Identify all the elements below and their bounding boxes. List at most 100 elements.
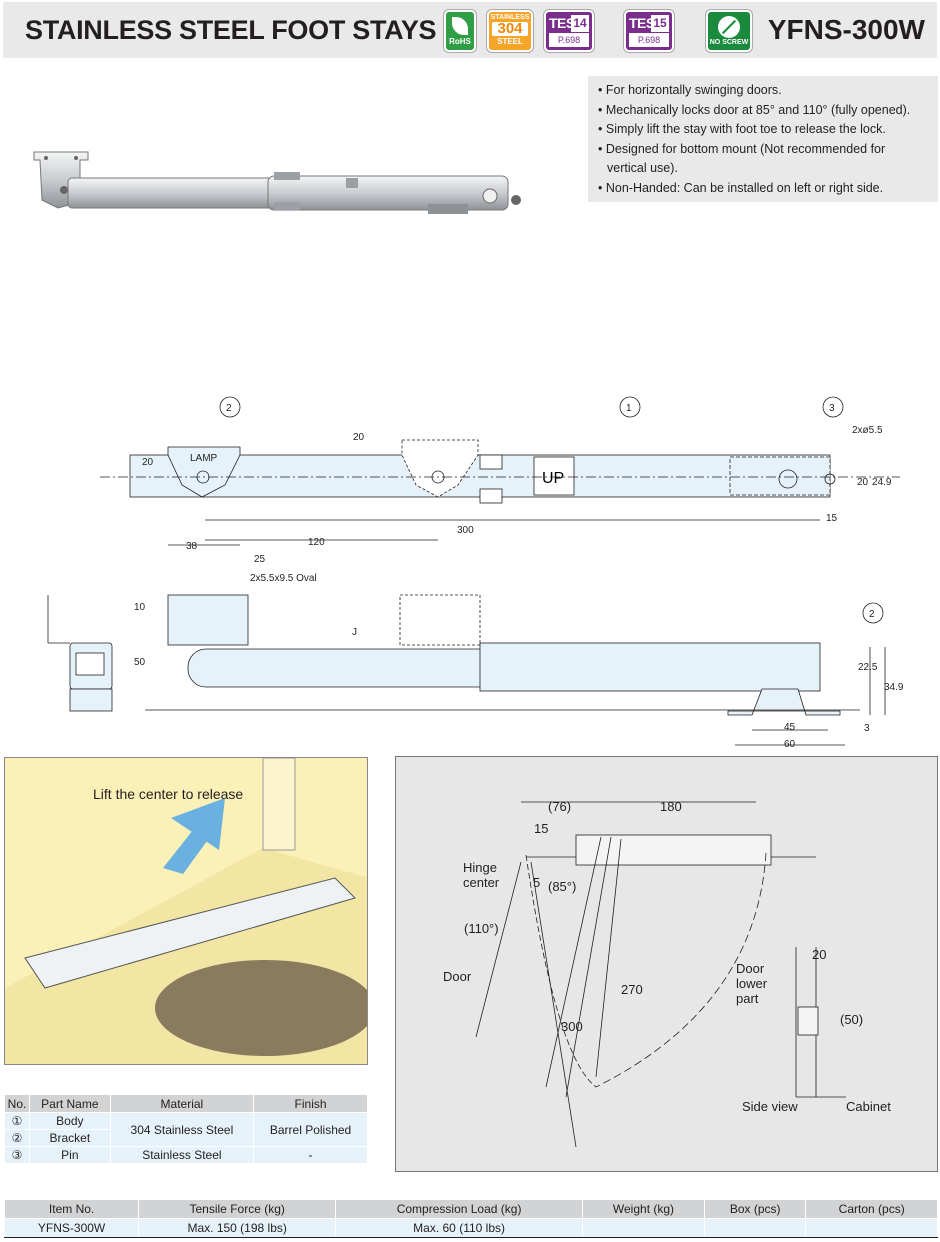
dim-10: 10	[134, 602, 146, 613]
test-page: P.698	[629, 33, 669, 47]
table-header-row: No. Part Name Material Finish	[4, 1094, 368, 1113]
box-qty	[703, 1218, 807, 1238]
no-screw-icon	[718, 16, 740, 38]
spec-table: Item No. Tensile Force (kg) Compression …	[3, 1199, 938, 1238]
dim-15: 15	[534, 821, 549, 836]
column-header: No.	[4, 1094, 30, 1113]
stainless-304-badge: STAINLESS 304 STEEL	[487, 10, 533, 52]
usage-illustration-art	[5, 758, 367, 1064]
column-header: Part Name	[29, 1094, 111, 1113]
dim-20: 20	[812, 947, 827, 962]
part-number: ③	[4, 1146, 30, 1164]
leaf-icon	[452, 17, 468, 35]
compression-load: Max. 60 (110 lbs)	[335, 1218, 583, 1238]
steel-bottom-label: STEEL	[497, 37, 523, 46]
dim-300: 300	[457, 525, 474, 536]
carton-qty	[805, 1218, 938, 1238]
installation-diagram-art	[475, 801, 846, 1148]
part-name: Body	[29, 1112, 111, 1130]
table-row: ③ Pin Stainless Steel -	[4, 1146, 368, 1164]
steel-top-label: STAINLESS	[490, 14, 530, 21]
model-number: YFNS-300W	[767, 14, 925, 45]
product-photo	[33, 151, 521, 214]
dim-oval: 2x5.5x9.5 Oval	[250, 573, 317, 584]
part-material: 304 Stainless Steel	[109, 1112, 255, 1147]
door-label: Door	[443, 969, 472, 984]
feature-item: For horizontally swinging doors.	[598, 81, 928, 101]
no-screw-badge: NO SCREW	[706, 10, 752, 52]
angle-110: (110°)	[464, 921, 499, 936]
side-view-label: Side view	[742, 1099, 798, 1114]
angle-85: (85°)	[548, 879, 577, 894]
column-header: Finish	[253, 1094, 368, 1113]
dim-270: 270	[621, 982, 643, 997]
rohs-badge: RoHS	[444, 10, 476, 52]
feature-item: Designed for bottom mount (Not recommend…	[598, 140, 928, 179]
part-number: ①	[4, 1112, 30, 1130]
dim-180: 180	[660, 799, 682, 814]
door-lower-part-label: Door lower part	[736, 961, 768, 1006]
dim-300: 300	[561, 1019, 583, 1034]
test-14-badge: TEST 14 P.698	[544, 10, 594, 52]
cabinet-label: Cabinet	[846, 1099, 891, 1114]
feature-item: Non-Handed: Can be installed on left or …	[598, 179, 928, 199]
steel-grade-label: 304	[492, 21, 528, 36]
dim-349: 34.9	[884, 682, 904, 693]
features-list: For horizontally swinging doors. Mechani…	[598, 81, 928, 198]
test-page: P.698	[549, 33, 589, 47]
dim-120: 120	[308, 537, 325, 548]
dim-45: 45	[784, 722, 796, 733]
dim-50: 50	[134, 657, 146, 668]
test-number: 15	[651, 15, 669, 32]
table-row: YFNS-300W Max. 150 (198 lbs) Max. 60 (11…	[3, 1218, 938, 1238]
release-instruction: Lift the center to release	[93, 786, 244, 802]
test-number: 14	[571, 15, 589, 32]
column-header: Weight (kg)	[581, 1199, 705, 1219]
rohs-label: RoHS	[449, 37, 471, 46]
part-finish: Barrel Polished	[253, 1112, 368, 1147]
dim-20c: 20	[857, 477, 869, 488]
callout-2-top: 2	[226, 403, 232, 414]
dim-249: 24.9	[872, 477, 892, 488]
part-number: ②	[4, 1129, 30, 1147]
callout-3: 3	[829, 403, 835, 414]
lamp-mark: LAMP	[190, 453, 218, 464]
part-name: Bracket	[29, 1129, 111, 1147]
tensile-force: Max. 150 (198 lbs)	[138, 1218, 337, 1238]
dim-20b: 20	[353, 432, 365, 443]
dim-15: 15	[826, 513, 838, 524]
dim-20a: 20	[142, 457, 154, 468]
column-header: Material	[109, 1094, 255, 1113]
table-header-row: Item No. Tensile Force (kg) Compression …	[3, 1199, 938, 1219]
page-title: STAINLESS STEEL FOOT STAYS	[25, 15, 437, 45]
feature-item: Simply lift the stay with foot toe to re…	[598, 120, 928, 140]
dim-50: (50)	[840, 1012, 864, 1027]
column-header: Compression Load (kg)	[335, 1199, 583, 1219]
dim-5: 5	[533, 875, 541, 890]
part-finish: -	[253, 1146, 368, 1164]
column-header: Box (pcs)	[703, 1199, 807, 1219]
dim-38: 38	[186, 541, 198, 552]
column-header: Tensile Force (kg)	[138, 1199, 337, 1219]
dim-2x55: 2xø5.5	[852, 425, 883, 436]
dim-j: J	[352, 627, 357, 638]
usage-illustration: Lift the center to release	[4, 757, 368, 1065]
dim-60: 60	[784, 739, 796, 750]
features-box: For horizontally swinging doors. Mechani…	[588, 76, 938, 202]
hinge-center-label: Hinge center	[463, 860, 500, 890]
up-mark: UP	[542, 470, 564, 487]
column-header: Item No.	[3, 1199, 140, 1219]
part-material: Stainless Steel	[109, 1146, 255, 1164]
dim-25: 25	[254, 554, 266, 565]
dim-3: 3	[864, 723, 870, 734]
dim-225: 22.5	[858, 662, 878, 673]
parts-table: No. Part Name Material Finish ① Body 304…	[4, 1094, 368, 1164]
item-number: YFNS-300W	[3, 1218, 140, 1238]
part-name: Pin	[29, 1146, 111, 1164]
callout-2-side: 2	[869, 609, 875, 620]
installation-diagram: (76) 180 15 Hinge center 5 (85°) (110°) …	[395, 756, 938, 1172]
dim-76: (76)	[548, 799, 572, 814]
feature-item: Mechanically locks door at 85° and 110° …	[598, 101, 928, 121]
technical-drawing: 2 1 3 2 20 20 2xø5.5 20 24.9 15 300 120 …	[47, 396, 904, 750]
weight	[581, 1218, 705, 1238]
